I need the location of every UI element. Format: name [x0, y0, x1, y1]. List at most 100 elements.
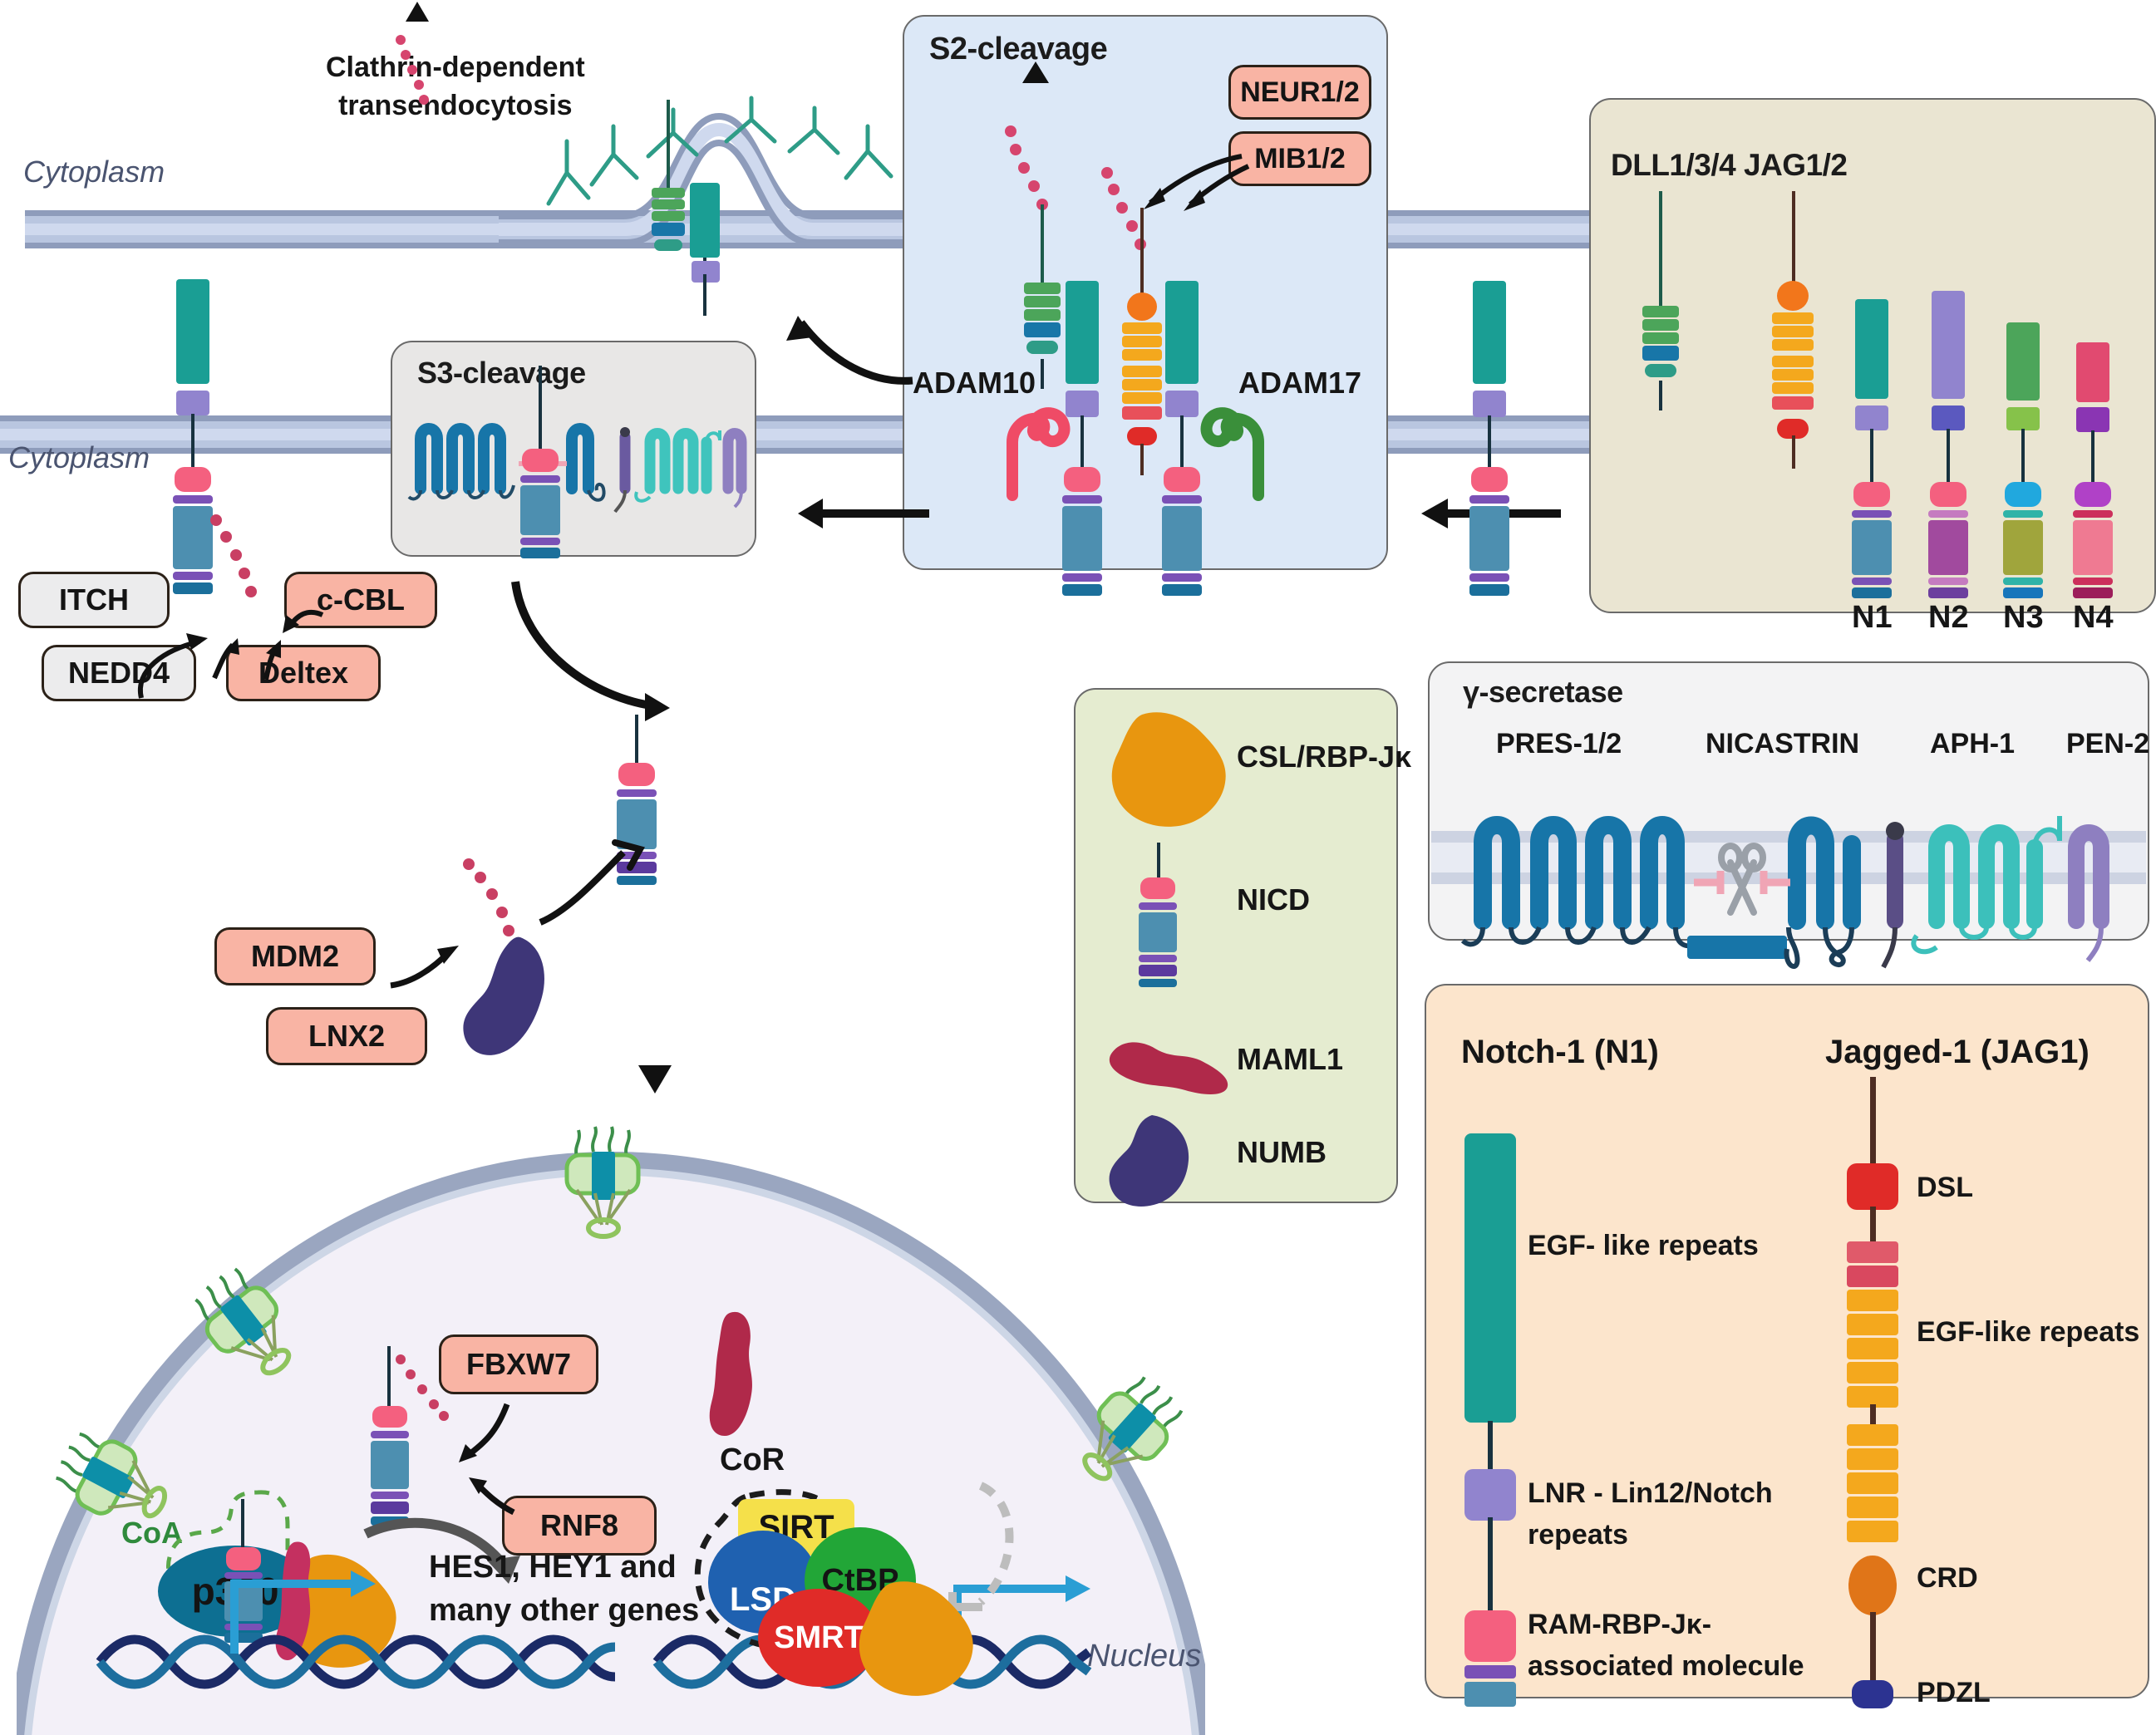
nuclear-nicd-ram	[372, 1406, 407, 1428]
receptor-label-n1: N1	[1852, 600, 1893, 635]
nuclear-pore-icon-top	[564, 1126, 641, 1239]
legend-jag1-dsl	[1847, 1163, 1898, 1210]
adam17-label: ADAM17	[1238, 366, 1362, 400]
notch-tm-stem-1	[1080, 415, 1084, 474]
free-nicd-ram	[618, 763, 655, 786]
pen2-label: PEN-2	[2066, 728, 2150, 759]
lnx2-pill[interactable]: LNX2	[266, 1007, 427, 1065]
smrt-corepressor: SMRT	[758, 1589, 879, 1687]
dll-ligand-stem-1	[1041, 204, 1044, 288]
legend-n1-ram-label: RAM-RBP-Jκ- associated molecule	[1528, 1609, 1804, 1682]
free-notch-egf-stack	[1473, 281, 1506, 384]
nicastrin-label: NICASTRIN	[1706, 728, 1860, 759]
legend-jag1-egf-label: EGF-like repeats	[1917, 1316, 2140, 1348]
legend-jag1-stem-top	[1870, 1077, 1876, 1168]
left-notch-tm	[191, 414, 194, 474]
s3-nicd-ram	[522, 449, 559, 472]
internalized-ligand-receptor-complex	[632, 100, 748, 283]
s3-to-nicd-arrow	[511, 581, 670, 721]
jag-ligand-tail	[1140, 444, 1144, 475]
left-notch-ram	[175, 467, 211, 492]
legend-jag1-linker-1	[1870, 1207, 1876, 1248]
dll-panel-stack	[1642, 306, 1679, 377]
jag-egf-stack	[1122, 322, 1162, 420]
free-nicd-stack	[617, 789, 657, 885]
legend-jag1-pdzl	[1852, 1680, 1893, 1708]
neur-pill[interactable]: NEUR1/2	[1228, 65, 1371, 120]
jagged1-legend-title: Jagged-1 (JAG1)	[1825, 1034, 2090, 1070]
numb-recruit-arrow	[390, 946, 459, 989]
gamma-secretase-membrane	[1431, 831, 2146, 884]
itch-pill[interactable]: ITCH	[18, 572, 170, 628]
domain-legend-panel	[1425, 984, 2149, 1698]
left-ubiquitin-chain	[210, 514, 257, 597]
legend-n1-lnr-label: LNR - Lin12/Notch repeats	[1528, 1477, 1773, 1551]
jag-panel-egf	[1772, 312, 1814, 410]
left-notch-ank	[173, 495, 213, 594]
ccbl-pill[interactable]: c-CBL	[284, 572, 437, 628]
dll-jag-title: DLL1/3/4 JAG1/2	[1611, 148, 1848, 182]
dll-panel-stem	[1659, 191, 1662, 311]
legend-n1-tad-upper	[1464, 1665, 1516, 1678]
coa-nicd-stem	[241, 1499, 244, 1556]
legend-nicd-label: NICD	[1237, 882, 1310, 917]
legend-n1-linker-1	[1488, 1421, 1493, 1474]
cor-label: CoR	[720, 1443, 785, 1477]
plasma-membrane-top	[25, 210, 906, 248]
adam10-label: ADAM10	[913, 366, 1036, 400]
receptor-label-n4: N4	[2073, 600, 2114, 635]
numb-protein-icon	[463, 936, 544, 1055]
receptor-label-n3: N3	[2003, 600, 2044, 635]
legend-nicd-stem	[1157, 843, 1160, 884]
notch-ram-1	[1064, 467, 1100, 492]
notch-egf-stack-1	[1066, 281, 1099, 384]
legend-jag1-crd-label: CRD	[1917, 1562, 1978, 1594]
legend-csl-label: CSL/RBP-Jκ	[1237, 740, 1412, 774]
nedd4-pill[interactable]: NEDD4	[42, 645, 196, 701]
legend-jag1-egf-lower	[1847, 1424, 1898, 1542]
jag-dsl-domain	[1127, 427, 1157, 445]
aph1-label: APH-1	[1930, 728, 2016, 759]
legend-n1-lnr	[1464, 1469, 1516, 1521]
jag-panel-stem	[1792, 191, 1795, 289]
mdm2-pill[interactable]: MDM2	[214, 927, 376, 985]
target-genes-label: HES1, HEY1 and many other genes	[429, 1550, 700, 1628]
fbxw7-pill[interactable]: FBXW7	[439, 1334, 598, 1394]
free-notch-tm	[1488, 415, 1491, 474]
s2-cleavage-title: S2-cleavage	[929, 32, 1108, 66]
notch-ank-stack-1	[1062, 495, 1102, 596]
legend-jag1-linker-3	[1870, 1612, 1876, 1687]
left-notch-lnr	[176, 391, 209, 415]
notch-tm-stem-2	[1180, 415, 1184, 474]
dll-panel-tail	[1659, 381, 1662, 410]
receptor-egf-stack	[690, 183, 720, 258]
free-nicd-stem	[635, 715, 638, 769]
left-notch-egf	[176, 279, 209, 384]
receptor-label-n2: N2	[1928, 600, 1969, 635]
nuclear-pore-icon-right	[1082, 1376, 1184, 1482]
nuclear-pore-icon-left-1	[194, 1267, 292, 1376]
legend-jag1-pdzl-label: PDZL	[1917, 1677, 1991, 1708]
mib-pill[interactable]: MIB1/2	[1228, 131, 1371, 186]
coa-nicd-ram	[226, 1547, 261, 1570]
free-notch-lnr	[1473, 391, 1506, 417]
internalization-arrow	[786, 316, 913, 385]
jag-ligand-stem	[1140, 208, 1144, 301]
smrt-label: SMRT	[774, 1619, 864, 1655]
dna-strand-left	[96, 1634, 616, 1689]
jag-panel-tail	[1792, 435, 1795, 469]
pres-label: PRES-1/2	[1496, 728, 1622, 759]
free-notch-ank	[1469, 495, 1509, 596]
rnf8-pill[interactable]: RNF8	[502, 1496, 657, 1556]
legend-jag1-crd	[1848, 1556, 1897, 1615]
notch-ram-2	[1164, 467, 1200, 492]
numb-ubiquitin-chain	[463, 858, 514, 936]
deltex-pill[interactable]: Deltex	[226, 645, 381, 701]
dll-ligand-tail-1	[1041, 359, 1044, 389]
nicd-to-nucleus-arrow	[638, 981, 672, 1094]
legend-n1-egf	[1464, 1133, 1516, 1423]
maml1-protein-icon-nucleus	[709, 1311, 752, 1436]
notch-lnr-1	[1066, 391, 1099, 417]
s3-nicd-stack	[520, 475, 560, 558]
gamma-secretase-title: γ-secretase	[1463, 675, 1623, 709]
